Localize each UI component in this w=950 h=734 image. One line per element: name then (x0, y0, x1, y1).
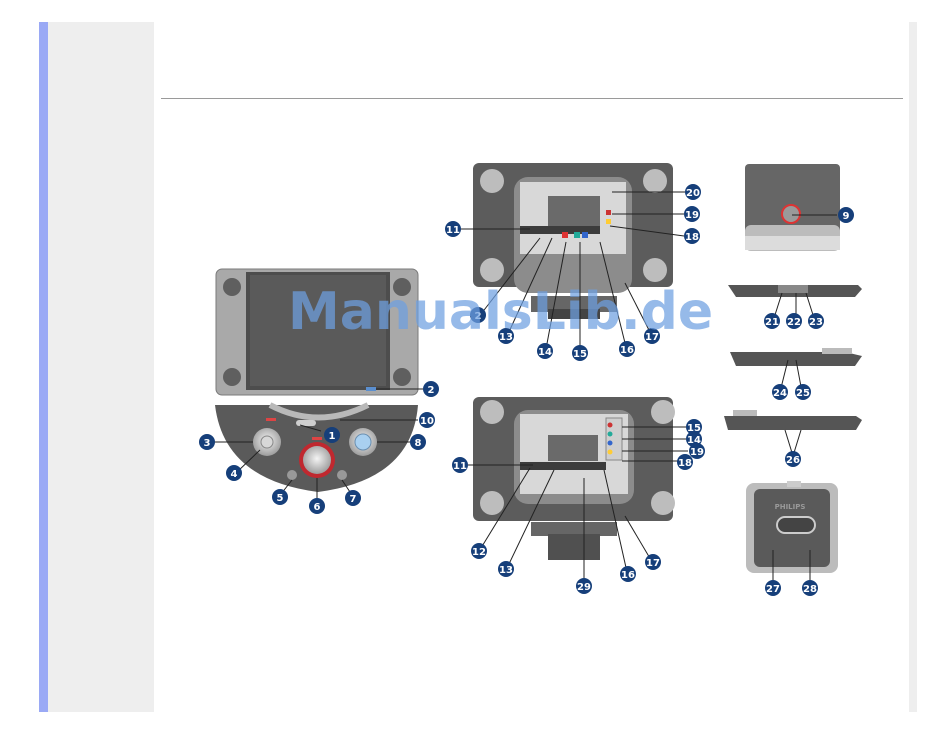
svg-text:23: 23 (809, 317, 823, 328)
callout-18a: 18 (684, 228, 700, 244)
callout-13b: 13 (498, 561, 514, 577)
svg-text:11: 11 (453, 461, 467, 472)
callout-19a: 19 (684, 206, 700, 222)
svg-text:8: 8 (415, 438, 422, 449)
rear-view-bottom (473, 397, 675, 560)
svg-text:29: 29 (577, 582, 591, 593)
callout-20: 20 (685, 184, 701, 200)
svg-text:7: 7 (350, 494, 357, 505)
callout-1: 1 (324, 427, 340, 443)
svg-text:11: 11 (446, 225, 460, 236)
callout-10: 10 (419, 412, 435, 428)
svg-text:5: 5 (277, 493, 284, 504)
callout-27: 27 (765, 580, 781, 596)
svg-text:22: 22 (787, 317, 801, 328)
svg-text:20: 20 (686, 188, 700, 199)
callout-14a: 14 (537, 343, 553, 359)
svg-text:26: 26 (786, 455, 800, 466)
svg-text:19: 19 (690, 447, 704, 458)
svg-text:13: 13 (499, 565, 513, 576)
svg-text:16: 16 (621, 570, 635, 581)
svg-text:19: 19 (685, 210, 699, 221)
callout-4: 4 (226, 465, 242, 481)
callout-15a: 15 (572, 345, 588, 361)
callout-2a: 2 (423, 381, 439, 397)
svg-text:3: 3 (204, 438, 211, 449)
svg-text:24: 24 (773, 388, 787, 399)
callout-17b: 17 (645, 554, 661, 570)
svg-text:27: 27 (766, 584, 780, 595)
svg-text:14: 14 (538, 347, 552, 358)
svg-text:1: 1 (329, 431, 336, 442)
svg-text:17: 17 (646, 558, 660, 569)
svg-text:18: 18 (678, 458, 692, 469)
svg-text:12: 12 (472, 547, 486, 558)
svg-text:25: 25 (796, 388, 810, 399)
svg-text:16: 16 (620, 345, 634, 356)
svg-text:18: 18 (685, 232, 699, 243)
callout-5: 5 (272, 489, 288, 505)
callout-19b: 19 (689, 443, 705, 459)
callout-11b: 11 (452, 457, 468, 473)
callout-23: 23 (808, 313, 824, 329)
svg-text:21: 21 (765, 317, 779, 328)
side-details (724, 164, 862, 573)
callout-18b: 18 (677, 454, 693, 470)
svg-text:15: 15 (573, 349, 587, 360)
callout-28: 28 (802, 580, 818, 596)
callout-21: 21 (764, 313, 780, 329)
brand-label: PHILIPS (775, 503, 806, 511)
callout-16b: 16 (620, 566, 636, 582)
callout-29: 29 (576, 578, 592, 594)
svg-text:4: 4 (231, 469, 238, 480)
callout-11a: 11 (445, 221, 461, 237)
callout-24: 24 (772, 384, 788, 400)
svg-text:6: 6 (314, 502, 321, 513)
watermark-text: ManualsLib.de (288, 282, 713, 342)
svg-text:9: 9 (843, 211, 850, 222)
callout-7: 7 (345, 490, 361, 506)
callout-16a: 16 (619, 341, 635, 357)
callout-25: 25 (795, 384, 811, 400)
callout-9: 9 (838, 207, 854, 223)
callout-12: 12 (471, 543, 487, 559)
svg-text:2: 2 (428, 385, 435, 396)
svg-text:28: 28 (803, 584, 817, 595)
callout-8: 8 (410, 434, 426, 450)
callout-6: 6 (309, 498, 325, 514)
svg-text:10: 10 (420, 416, 434, 427)
callout-26: 26 (785, 451, 801, 467)
callout-22: 22 (786, 313, 802, 329)
callout-3: 3 (199, 434, 215, 450)
